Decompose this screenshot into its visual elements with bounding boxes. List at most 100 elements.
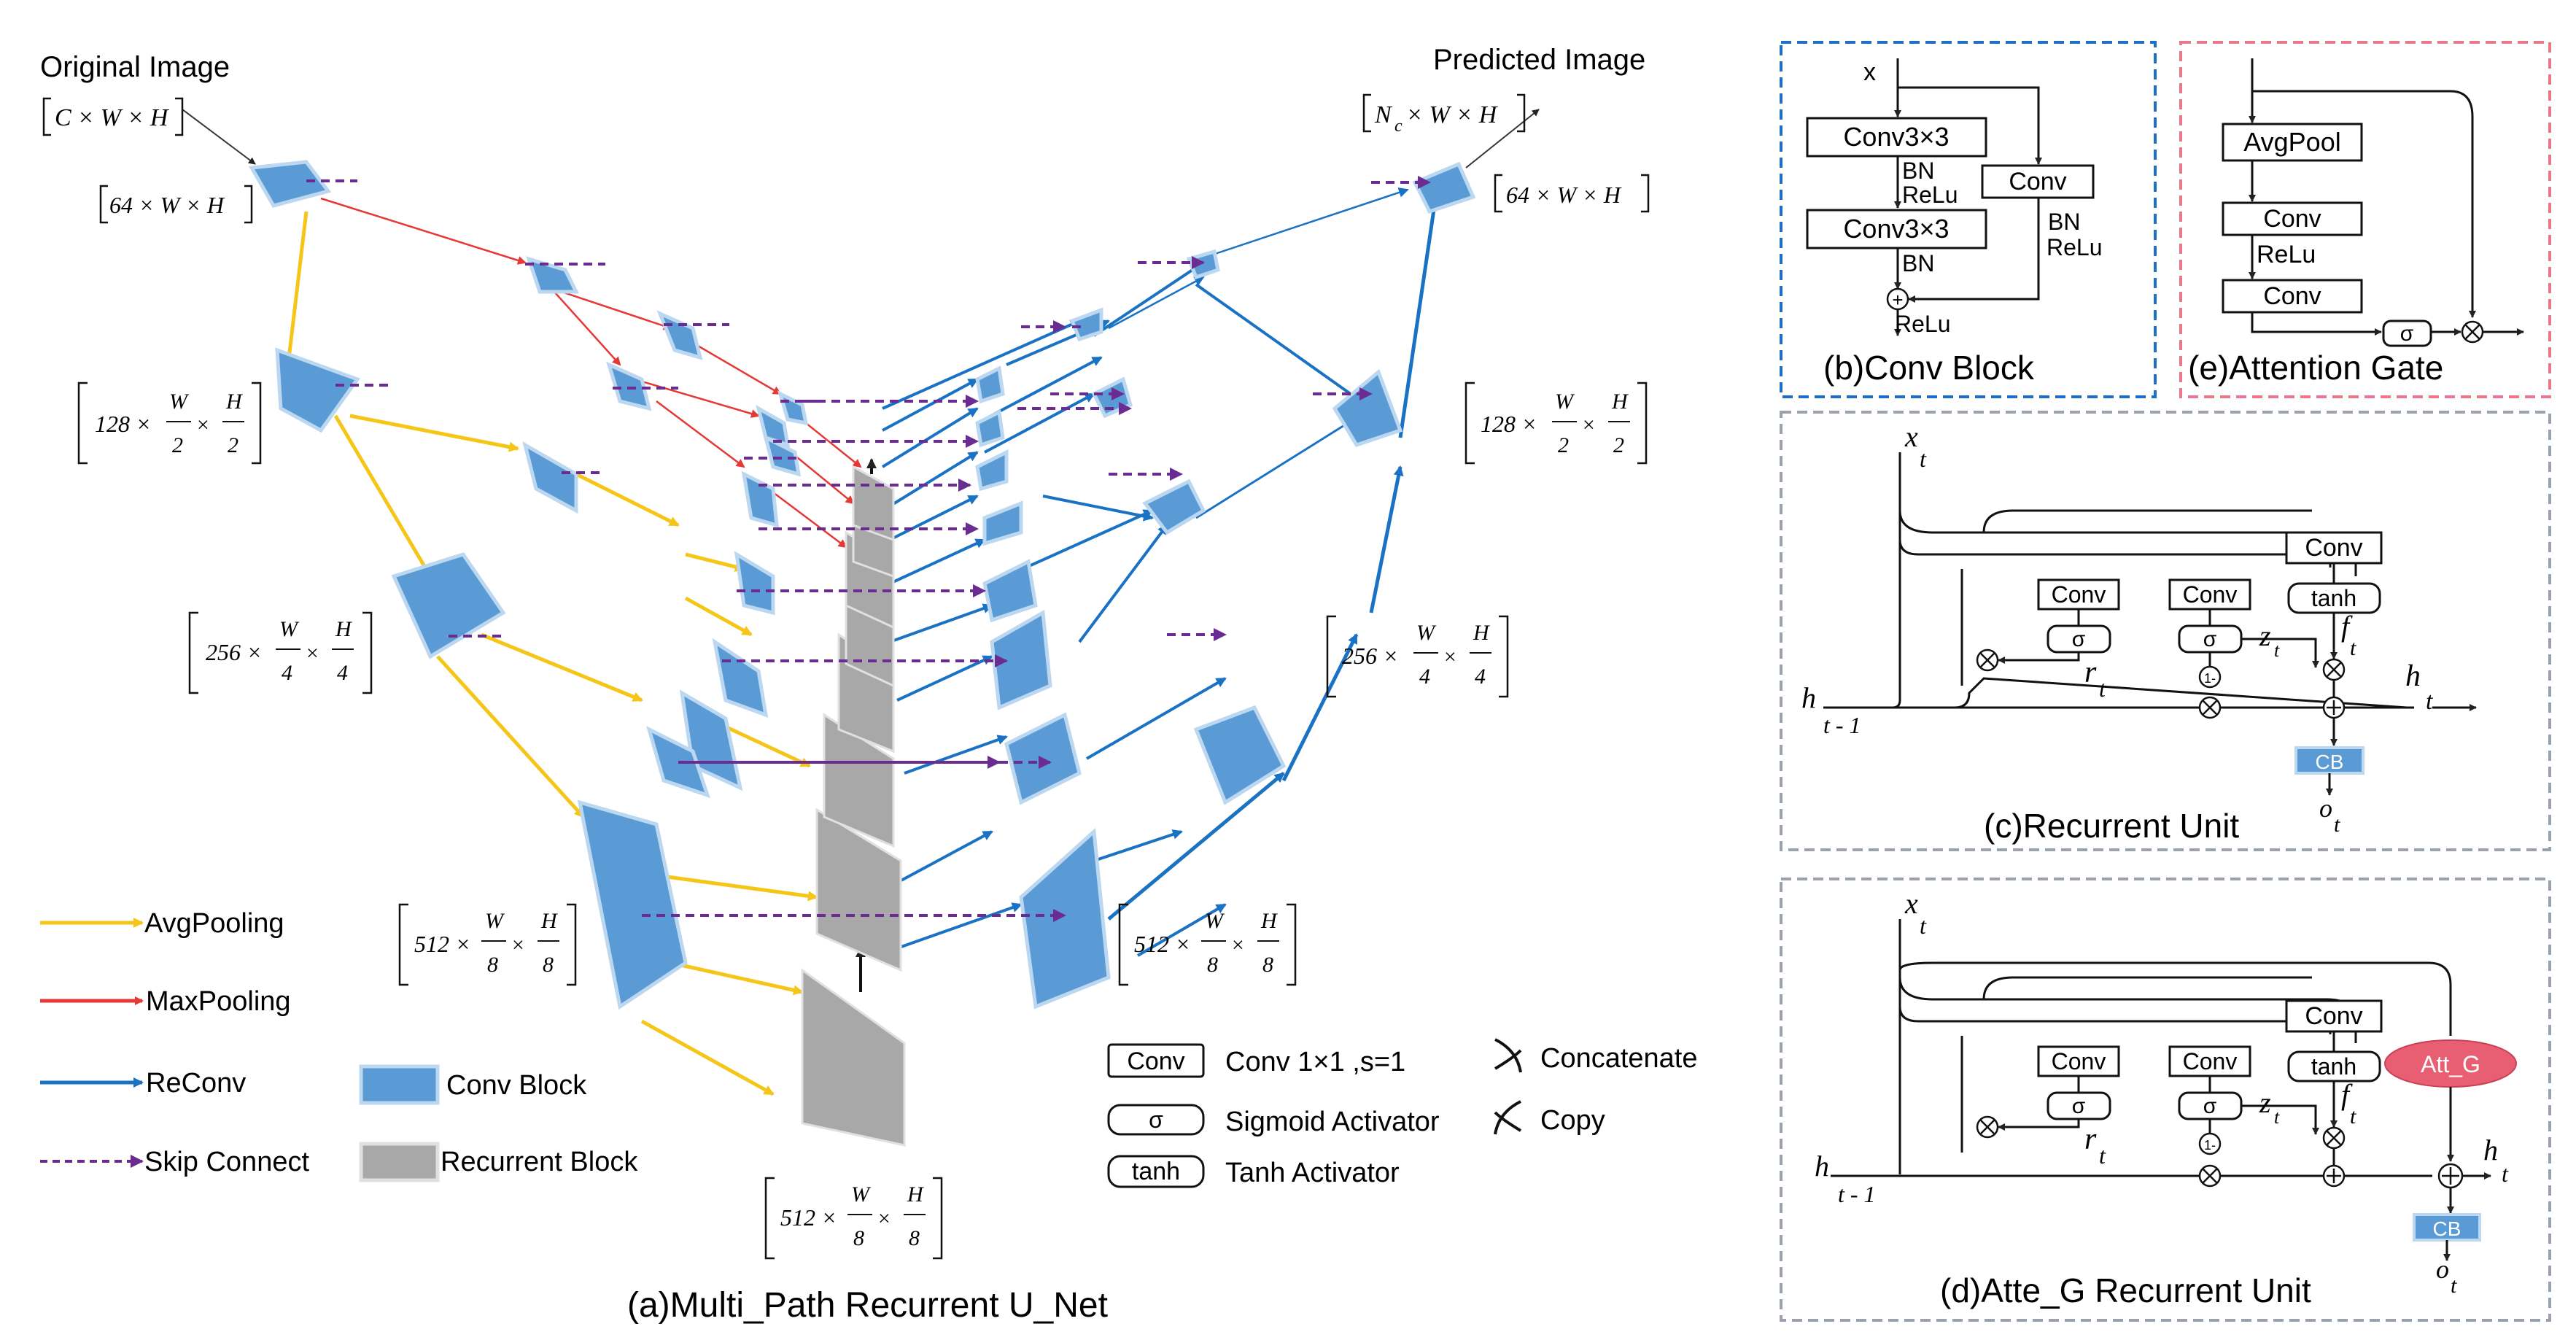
panel-d-atte-recurrent-unit: x t h t - 1 h t Conv σ r t Conv σ z t 1-: [1780, 878, 2551, 1322]
svg-text:× W × H: × W × H: [1406, 101, 1499, 128]
dim-512-bottom: 512 × W 8 × H 8: [764, 1177, 943, 1260]
relu-label-3: ReLu: [2047, 234, 2103, 260]
svg-text:8: 8: [487, 953, 498, 977]
conv-block: [1069, 307, 1103, 342]
svg-text:256 ×: 256 ×: [1342, 643, 1399, 669]
svg-text:4: 4: [282, 661, 292, 685]
d-sigma-r-label: σ: [2072, 1094, 2086, 1118]
legend-tanh-box: [1107, 1155, 1205, 1188]
svg-text:8: 8: [543, 953, 554, 977]
dim-full-right: 64 × W × H: [1494, 174, 1650, 213]
svg-text:H: H: [1611, 390, 1629, 414]
legend-maxpool-label: MaxPooling: [146, 986, 291, 1017]
d-h-prev-sub: t - 1: [1838, 1181, 1876, 1207]
conv-block: [656, 310, 703, 360]
d-cb-label: CB: [2433, 1217, 2461, 1240]
legend-avgpool-label: AvgPooling: [144, 908, 284, 939]
panel-e-caption: (e)Attention Gate: [2188, 349, 2443, 387]
svg-text:c: c: [1394, 117, 1403, 136]
recurrent-blocks: [801, 465, 906, 1147]
conv-block: [1186, 249, 1220, 280]
legend-conv-block-swatch: [359, 1064, 440, 1105]
reconv-arrows: [881, 187, 1441, 957]
d-cb-block: [2413, 1213, 2481, 1242]
ru-conv-r-label: Conv: [2052, 581, 2106, 608]
svg-text:H: H: [907, 1182, 925, 1207]
d-conv-z: [2168, 1045, 2251, 1077]
svg-text:W: W: [1416, 621, 1437, 645]
svg-text:N: N: [1374, 101, 1393, 128]
svg-text:4: 4: [1475, 665, 1486, 689]
d-r-sub: t: [2099, 1142, 2106, 1169]
d-one-minus-label: 1-: [2204, 1138, 2216, 1153]
svg-text:4: 4: [1419, 665, 1430, 689]
panel-a-network: Original Image Predicted Image C × W × H…: [40, 44, 1650, 1325]
original-image-label: Original Image: [40, 51, 230, 83]
svg-text:×: ×: [877, 1207, 891, 1231]
svg-text:8: 8: [909, 1226, 920, 1250]
ru-o-sub: t: [2334, 813, 2340, 837]
bn-label-2: BN: [1902, 250, 1934, 276]
legend-conv-block-label: Conv Block: [446, 1070, 587, 1101]
svg-text:×: ×: [195, 413, 210, 437]
conv-block: [1332, 368, 1403, 448]
conv-block: [248, 160, 332, 208]
svg-text:512 ×: 512 ×: [780, 1204, 837, 1231]
svg-text:4: 4: [337, 661, 348, 685]
d-input-x-label: x: [1904, 887, 1918, 920]
ru-conv-f-label: Conv: [2305, 534, 2362, 562]
d-f-sub: t: [2350, 1104, 2356, 1128]
ru-cb-label: CB: [2316, 751, 2344, 773]
panel-b-caption: (b)Conv Block: [1823, 349, 2035, 387]
legend-sigma-desc: Sigmoid Activator: [1225, 1107, 1440, 1137]
input-arrow: [182, 109, 256, 165]
relu-label-1: ReLu: [1902, 182, 1958, 208]
svg-text:512 ×: 512 ×: [414, 931, 471, 957]
svg-text:C × W × H: C × W × H: [55, 104, 170, 131]
conv-block: [975, 449, 1009, 492]
conv-block: [990, 609, 1052, 710]
ru-cb-block: [2294, 746, 2364, 775]
d-input-x-sub: t: [1920, 913, 1927, 939]
conv3x3-label-1: Conv3×3: [1843, 122, 1949, 152]
d-conv-r-label: Conv: [2052, 1048, 2106, 1074]
h-out-sub: t: [2426, 688, 2434, 715]
conv-block: [577, 799, 688, 1010]
svg-text:128 ×: 128 ×: [95, 411, 152, 437]
conv-block: [1019, 827, 1111, 1010]
svg-text:W: W: [1555, 390, 1575, 414]
legend-conv-box: [1107, 1043, 1205, 1078]
dim-128-left: 128 × W 2 × H 2: [77, 382, 262, 465]
recurrent-block: [801, 968, 906, 1147]
d-sigma-z-label: σ: [2203, 1094, 2217, 1118]
attn-relu-label: ReLu: [2257, 241, 2316, 268]
svg-text:64 × W × H: 64 × W × H: [1506, 182, 1622, 208]
d-h-out-label: h: [2483, 1134, 2498, 1166]
panel-e-attention-gate: AvgPool Conv ReLu Conv σ (e)Attention Ga…: [2179, 41, 2551, 398]
ru-z-label: z: [2259, 619, 2271, 652]
d-h-prev-label: h: [1815, 1150, 1829, 1182]
svg-text:W: W: [851, 1182, 872, 1207]
conv-block: [741, 470, 779, 528]
d-o-label: o: [2436, 1255, 2449, 1284]
d-o-sub: t: [2451, 1274, 2457, 1298]
ru-f-sub: t: [2350, 636, 2356, 660]
svg-text:H: H: [1260, 909, 1279, 933]
panel-b-conv-block: x Conv3×3 BN ReLu Conv BN ReLu Conv3×3 B…: [1780, 41, 2157, 398]
bn-label-1: BN: [1902, 158, 1934, 184]
dim-128-right: 128 × W 2 × H 2: [1464, 382, 1648, 465]
conv-block: [1193, 705, 1287, 805]
avgpool-box: [2222, 123, 2363, 162]
svg-text:W: W: [279, 617, 300, 641]
bn-label-3: BN: [2048, 209, 2080, 235]
svg-text:2: 2: [228, 433, 238, 457]
svg-text:H: H: [335, 617, 353, 641]
d-r-label: r: [2084, 1123, 2097, 1156]
svg-text:H: H: [1473, 621, 1491, 645]
svg-text:2: 2: [172, 433, 183, 457]
conv-block: [522, 441, 578, 514]
output-arrow: [1465, 109, 1540, 169]
ru-sigma-z-label: σ: [2203, 627, 2217, 651]
attn-conv-box-1: [2222, 201, 2363, 236]
svg-text:×: ×: [511, 933, 525, 957]
